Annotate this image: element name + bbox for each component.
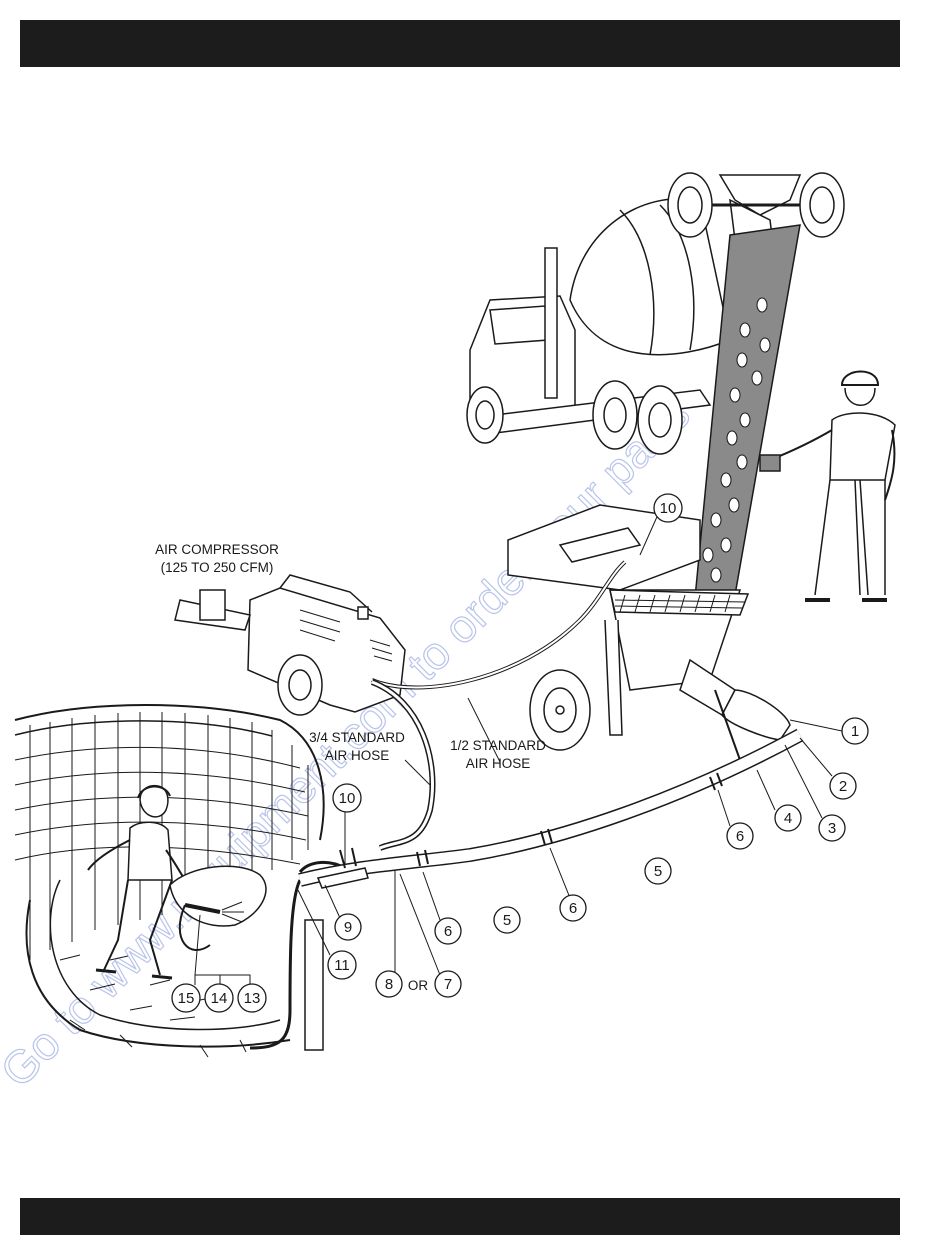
hose-34-label-line1: 3/4 STANDARD xyxy=(309,730,405,745)
svg-text:15: 15 xyxy=(178,990,195,1007)
callout-10-manifold: 10 xyxy=(333,784,361,812)
svg-text:3: 3 xyxy=(828,820,836,837)
svg-text:6: 6 xyxy=(736,828,744,845)
standing-worker-figure xyxy=(760,371,895,600)
svg-text:11: 11 xyxy=(334,957,350,974)
callout-2: 2 xyxy=(830,773,856,799)
callout-6-lower: 6 xyxy=(435,918,461,944)
callout-4: 4 xyxy=(775,805,801,831)
svg-text:10: 10 xyxy=(339,790,356,807)
svg-text:5: 5 xyxy=(654,863,662,880)
hose-12-label-line2: AIR HOSE xyxy=(466,756,531,771)
callout-9: 9 xyxy=(335,914,361,940)
callout-3: 3 xyxy=(819,815,845,841)
callout-1: 1 xyxy=(842,718,868,744)
hose-34-label-line2: AIR HOSE xyxy=(325,748,390,763)
concrete-pump-unit xyxy=(508,505,790,760)
or-label: OR xyxy=(408,978,429,993)
air-compressor-cfm-label: (125 TO 250 CFM) xyxy=(161,560,274,575)
callout-14: 14 xyxy=(205,984,233,1012)
concrete-mixer-truck xyxy=(467,173,844,454)
callout-6-upper: 6 xyxy=(727,823,753,849)
svg-text:2: 2 xyxy=(839,778,847,795)
svg-text:6: 6 xyxy=(569,900,577,917)
svg-text:1: 1 xyxy=(851,723,859,740)
air-compressor-unit xyxy=(175,575,405,715)
callout-11: 11 xyxy=(328,951,356,979)
svg-text:6: 6 xyxy=(444,923,452,940)
svg-text:13: 13 xyxy=(244,990,261,1007)
callout-13: 13 xyxy=(238,984,266,1012)
svg-text:4: 4 xyxy=(784,810,792,827)
svg-text:10: 10 xyxy=(660,500,677,517)
hose-12-label-line1: 1/2 STANDARD xyxy=(450,738,546,753)
air-compressor-label: AIR COMPRESSOR xyxy=(155,542,279,557)
svg-text:8: 8 xyxy=(385,976,393,993)
svg-text:5: 5 xyxy=(503,912,511,929)
callout-8: 8 xyxy=(376,971,402,997)
svg-text:14: 14 xyxy=(211,990,228,1007)
callout-5-lower: 5 xyxy=(494,907,520,933)
callout-10-pump: 10 xyxy=(654,494,682,522)
callout-6-middle: 6 xyxy=(560,895,586,921)
svg-text:7: 7 xyxy=(444,976,452,993)
svg-text:9: 9 xyxy=(344,919,352,936)
callout-15: 15 xyxy=(172,984,200,1012)
callout-7: 7 xyxy=(435,971,461,997)
callout-5-upper: 5 xyxy=(645,858,671,884)
